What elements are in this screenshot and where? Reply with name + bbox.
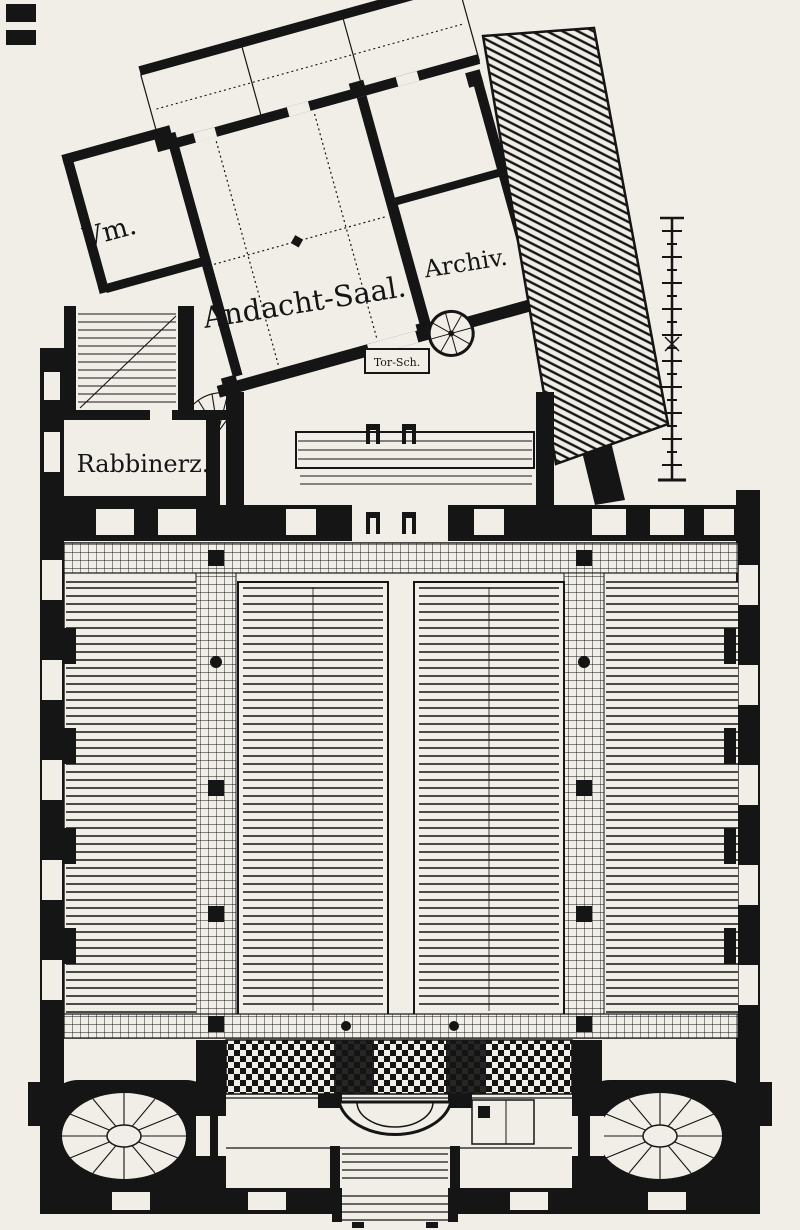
- label-tor: Tor-Sch.: [374, 356, 420, 369]
- stair-tower-left: [46, 1080, 218, 1192]
- label-rabbinerz: Rabbinerz.: [77, 450, 210, 478]
- vault-center-boss: [290, 235, 304, 248]
- ark-pier-left: [366, 424, 380, 444]
- pew-banks: [66, 581, 738, 1017]
- aisle-left: [195, 572, 237, 1038]
- neighboring-building-hatch: [481, 26, 670, 466]
- entrance-portal: [318, 1094, 472, 1228]
- stair-tower-right: [578, 1080, 754, 1192]
- ark-pier-right: [402, 424, 416, 444]
- outer-walls: [28, 348, 772, 1214]
- gate-box: [364, 348, 430, 374]
- room-vm: [61, 125, 212, 294]
- gallery-strip: [63, 542, 739, 574]
- aisle-right: [563, 572, 605, 1038]
- wall-pilasters: [64, 628, 736, 964]
- ark-platform-block: [226, 392, 554, 510]
- columns: [208, 656, 592, 922]
- spiral-stair: [427, 309, 475, 357]
- vestibule: [196, 1039, 602, 1192]
- adjacent-structure-marks: [6, 4, 36, 45]
- scale-bar: [658, 216, 686, 482]
- west-staircase: [64, 306, 194, 418]
- wing-pilasters: [154, 69, 484, 394]
- bottom-strip: [63, 1013, 739, 1039]
- checkered-floor: [225, 1039, 573, 1095]
- hall-interior: [63, 542, 739, 1039]
